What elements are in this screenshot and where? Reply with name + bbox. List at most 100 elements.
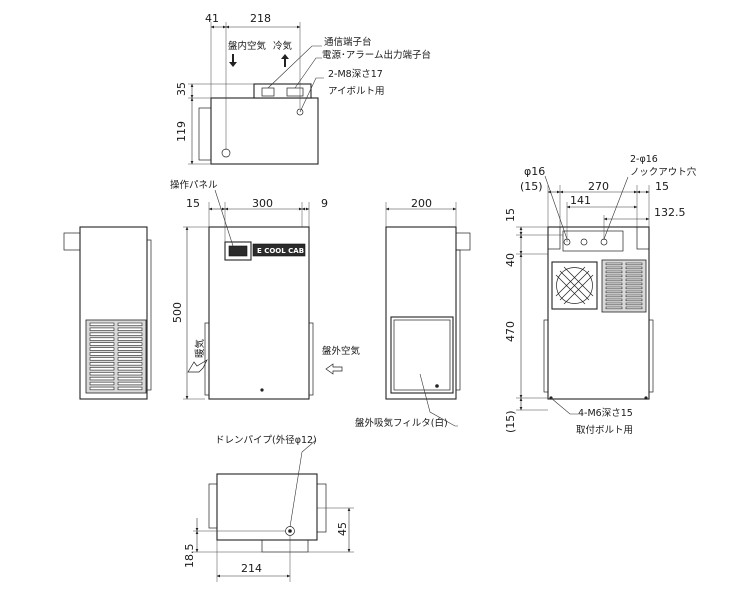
back-knockout-plate [562,230,624,252]
fan-grille [555,266,594,305]
louver-slat [605,270,623,274]
label-inside-air: 盤内空気 [228,40,267,52]
dim-bottom-45: 45 [336,522,349,536]
bottom-view-body [216,473,318,541]
label-operation-panel: 操作パネル [170,179,218,191]
eyebolt-hole-right [296,108,304,116]
dim-back-470: 470 [504,321,517,342]
dim-top-218: 218 [250,12,271,25]
top-view: 41 218 35 119 盤内空気 冷気 通信端子台 電源･アラーム出力端子台… [175,12,431,165]
louver-slat [117,381,143,386]
dim-back-40: 40 [504,253,517,267]
louver-slat [625,278,643,282]
louver-slat [89,332,115,336]
dim-top-35: 35 [175,82,188,96]
louver-slat [605,274,623,278]
right-view-connector [455,232,471,251]
filter-screw [435,384,439,388]
louver-slat [117,332,143,336]
brand-plate [252,243,306,257]
louver-slat [117,347,143,351]
louver-slat [605,298,623,302]
louver-slat [117,376,143,381]
label-warm-air: 暖気 [194,338,206,358]
louver-slat [625,306,643,310]
louver-slat [625,262,643,266]
bottom-view-left-flange [208,483,218,529]
dim-top-119: 119 [175,121,188,142]
label-comm-terminal: 通信端子台 [324,36,372,48]
intake-filter-inner [393,319,451,391]
louver-slat [89,352,115,356]
louver-slat [605,302,623,306]
right-view-flange [455,249,461,391]
louver-slat [625,266,643,270]
dim-back-270: 270 [588,180,609,193]
louver-slat [89,337,115,341]
louver-slat [625,298,643,302]
top-view-left-flange [198,107,212,161]
louver-slat [625,302,643,306]
louver-slat [89,381,115,386]
dim-back-15-paren-bottom: (15) [504,410,517,433]
louver-slat [89,376,115,381]
back-right-flange [648,319,654,393]
dim-back-132-5: 132.5 [654,206,686,219]
bottom-view-base [261,539,309,553]
louver-slat [89,342,115,346]
label-knockout-count: 2-φ16 [630,154,658,165]
louver-slat [117,322,143,327]
louver-slat [605,294,623,298]
dim-bottom-214: 214 [241,562,262,575]
dim-back-15-paren: (15) [520,180,543,193]
back-bracket-right [636,226,650,250]
dim-back-141: 141 [570,194,591,207]
louver-slat [117,386,143,391]
louver-slat [89,327,115,331]
dim-back-phi16: φ16 [524,165,545,178]
front-screw [260,388,264,392]
louver-slat [89,371,115,376]
louver-slat [89,322,115,327]
louver-slat [605,286,623,290]
label-power-alarm-terminal: 電源･アラーム出力端子台 [322,49,431,61]
label-m8-depth: 2-M8深さ17 [328,69,383,80]
louver-slat [117,352,143,356]
dim-back-15-right: 15 [655,180,669,193]
arrow-outside-air-icon [325,363,343,375]
front-view: E COOL CAB 15 300 9 500 操作パネル 暖気 盤外空気 [170,179,361,400]
back-louver-slats [605,262,643,310]
arrow-warm-air-icon [187,359,208,373]
louver-slat [605,282,623,286]
left-view-connector [63,232,81,251]
panel-display [228,245,248,257]
dim-side-200: 200 [411,197,432,210]
louver-slat [117,337,143,341]
drain-pipe-hole [288,529,292,533]
back-bracket-left [547,226,561,250]
louver-slat [89,367,115,371]
front-view-left-flange [204,322,210,396]
louver-slat [625,282,643,286]
louver-slat [117,362,143,366]
louver-slat [625,294,643,298]
front-view-right-flange [308,322,314,396]
left-view-flange [146,239,152,391]
louver-slat [117,371,143,376]
louver-slat [605,306,623,310]
dim-front-15: 15 [186,197,200,210]
label-intake-filter: 盤外吸気フィルタ(白) [355,417,448,429]
back-view-body [547,226,650,400]
louver-slat [117,367,143,371]
louver-slat [89,362,115,366]
label-eyebolt: アイボルト用 [328,86,385,97]
arrow-up-icon [281,54,289,67]
louver-slat [625,274,643,278]
dim-front-300: 300 [252,197,273,210]
mount-hole-br [644,396,648,400]
louver-slat [117,342,143,346]
fan-icon [556,267,593,304]
louver-slat [605,262,623,266]
louver-slat [605,290,623,294]
